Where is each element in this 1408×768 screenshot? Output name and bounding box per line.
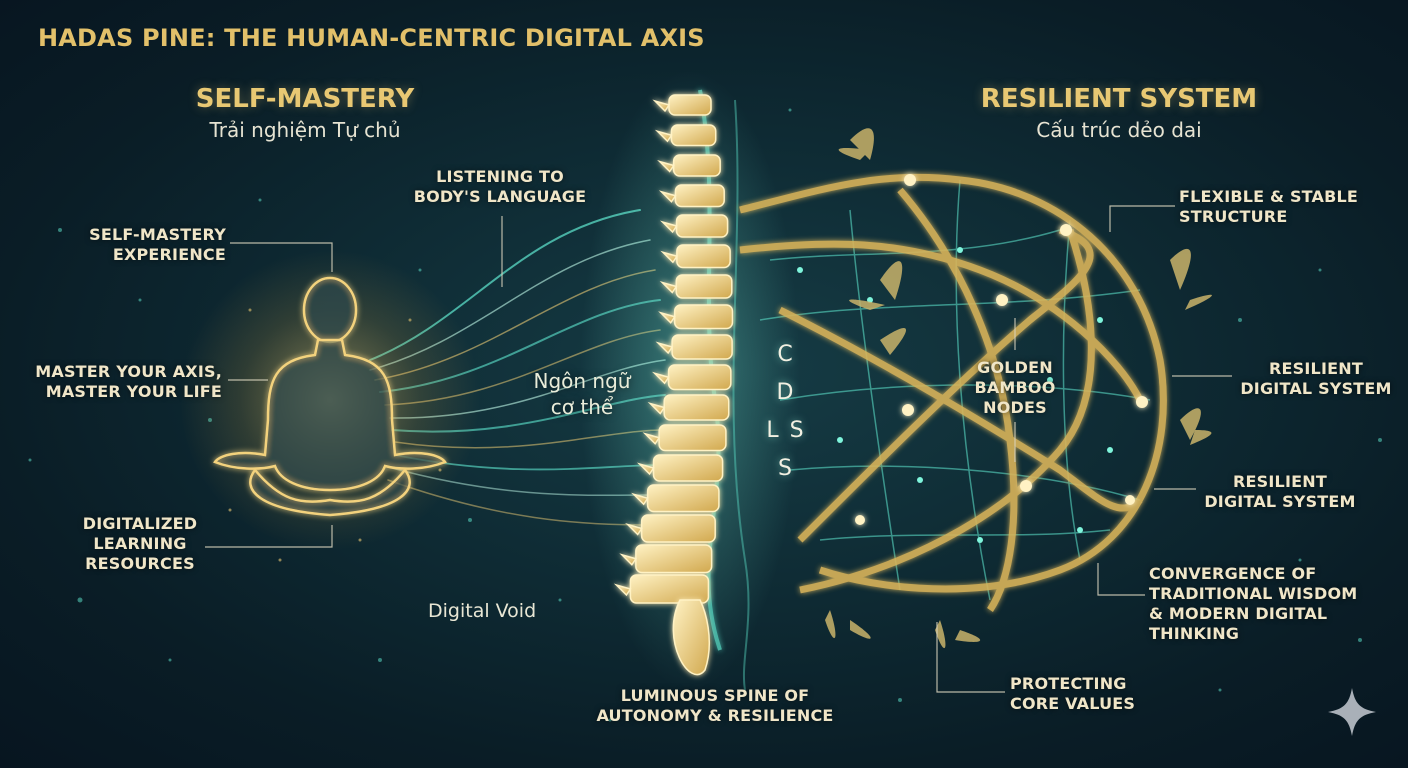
vertebra <box>670 124 717 147</box>
golden-bamboo-nodes-label: GOLDEN BAMBOO NODES <box>974 358 1056 417</box>
resilient-digital-system-label-1: RESILIENT DIGITAL SYSTEM <box>1240 359 1392 398</box>
meditating-figure-icon <box>180 250 480 550</box>
spine-letters: C D L S S <box>766 342 806 481</box>
vertebra <box>667 364 732 391</box>
vertebra-process <box>658 190 677 203</box>
vertebra-process <box>625 522 643 536</box>
vertebra <box>672 154 721 177</box>
vertebra-process <box>655 341 674 355</box>
vertebra-process <box>660 250 679 264</box>
self-mastery-experience-label: SELF-MASTERY EXPERIENCE <box>89 225 226 264</box>
vertebra <box>674 184 725 208</box>
vertebra <box>676 244 731 269</box>
bamboo-leaf-icon <box>825 128 1212 649</box>
vertebra-process <box>652 371 670 385</box>
vertebra-process <box>636 462 655 476</box>
vertebra <box>635 544 713 574</box>
vertebra <box>629 574 710 604</box>
convergence-label: CONVERGENCE OF TRADITIONAL WISDOM & MODE… <box>1149 564 1358 643</box>
vertebra <box>671 334 733 360</box>
vertebra-process <box>642 432 661 445</box>
vertebra-process <box>658 311 676 324</box>
bamboo-sphere-icon <box>739 173 1167 612</box>
page-title: HADAS PINE: THE HUMAN-CENTRIC DIGITAL AX… <box>38 24 705 52</box>
vertebra-process <box>654 129 673 143</box>
luminous-spine-caption: LUMINOUS SPINE OF AUTONOMY & RESILIENCE <box>596 686 834 725</box>
resilient-digital-system-label-2: RESILIENT DIGITAL SYSTEM <box>1204 472 1356 511</box>
resilient-system-subheading: Cấu trúc dẻo dai <box>1036 118 1202 142</box>
vertebra-process <box>631 492 649 506</box>
vertebra <box>663 394 730 421</box>
leader-lines <box>205 205 1232 693</box>
resilient-system-heading: RESILIENT SYSTEM <box>980 84 1258 114</box>
sparkle-icon <box>1328 688 1376 736</box>
vertebra-process <box>619 553 638 566</box>
protecting-core-values-label: PROTECTING CORE VALUES <box>1010 674 1136 713</box>
spine-icon <box>580 70 800 691</box>
vertebra-process <box>659 220 678 234</box>
vertebra <box>652 454 724 482</box>
listening-label: LISTENING TO BODY'S LANGUAGE <box>413 167 587 206</box>
digital-void-label: Digital Void <box>428 600 537 622</box>
flexible-structure-label: FLEXIBLE & STABLE STRUCTURE <box>1179 187 1359 226</box>
vertebra <box>675 214 729 238</box>
body-language-label: Ngôn ngữ cơ thể <box>533 369 631 419</box>
vertebra <box>646 484 720 513</box>
digitalized-resources-label: DIGITALIZED LEARNING RESOURCES <box>82 514 198 573</box>
vertebra-process <box>613 583 632 597</box>
vertebra <box>675 274 733 299</box>
vertebra-process <box>647 401 666 415</box>
self-mastery-subheading: Trải nghiệm Tự chủ <box>209 118 401 142</box>
self-mastery-heading: SELF-MASTERY <box>195 84 415 114</box>
vertebra-process <box>657 159 675 173</box>
vertebra-process <box>652 99 671 113</box>
vertebra <box>640 514 716 543</box>
background-particles <box>28 108 1382 722</box>
master-your-axis-label: MASTER YOUR AXIS, MASTER YOUR LIFE <box>35 362 222 401</box>
vertebra <box>658 424 727 452</box>
vertebra-process <box>659 280 678 294</box>
vertebra <box>668 94 712 116</box>
vertebra <box>673 304 734 330</box>
